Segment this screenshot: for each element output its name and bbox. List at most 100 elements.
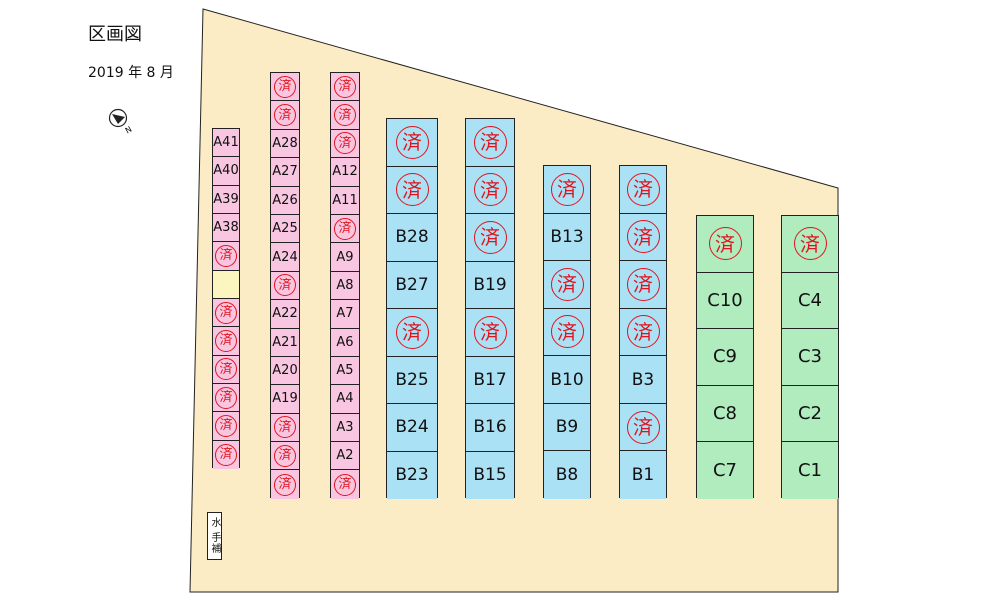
plot-a38[interactable]: A38 xyxy=(213,213,239,243)
plot-a25[interactable]: A25 xyxy=(271,214,299,244)
plot-b16[interactable]: B16 xyxy=(466,404,514,452)
plot-a3[interactable]: A3 xyxy=(331,413,359,443)
plot-b15[interactable]: B15 xyxy=(466,451,514,499)
plot-a5[interactable]: A5 xyxy=(331,356,359,386)
plot-b23[interactable]: B23 xyxy=(387,451,437,499)
plot-b13[interactable]: B13 xyxy=(544,213,590,262)
compass-icon: N xyxy=(108,108,133,135)
plot-b10[interactable]: B10 xyxy=(544,356,590,404)
plot-sold[interactable]: 済 xyxy=(271,413,299,443)
plot-sold[interactable]: 済 xyxy=(331,73,359,102)
plot-a26[interactable]: A26 xyxy=(271,186,299,215)
plot-a8[interactable]: A8 xyxy=(331,271,359,301)
plot-label: B10 xyxy=(550,369,584,390)
plot-sold[interactable]: 済 xyxy=(213,383,239,413)
plot-b25[interactable]: B25 xyxy=(387,356,437,404)
plot-b24[interactable]: B24 xyxy=(387,404,437,452)
plot-sold[interactable]: 済 xyxy=(213,242,239,271)
plot-a39[interactable]: A39 xyxy=(213,185,239,214)
sold-stamp-icon: 済 xyxy=(473,220,507,254)
plot-sold[interactable]: 済 xyxy=(331,214,359,244)
plot-c1[interactable]: C1 xyxy=(782,442,838,499)
plot-sold[interactable]: 済 xyxy=(271,470,299,499)
plot-sold[interactable]: 済 xyxy=(544,166,590,214)
map-date: 2019 年 8 月 xyxy=(88,65,174,81)
plot-sold[interactable]: 済 xyxy=(213,298,239,328)
plot-sold[interactable]: 済 xyxy=(213,355,239,384)
plot-sold[interactable]: 済 xyxy=(620,308,666,357)
sold-stamp-icon: 済 xyxy=(626,267,660,301)
plot-c9[interactable]: C9 xyxy=(697,329,753,386)
plot-a9[interactable]: A9 xyxy=(331,243,359,272)
plot-sold[interactable]: 済 xyxy=(331,101,359,130)
plot-sold[interactable]: 済 xyxy=(387,309,437,357)
plot-a19[interactable]: A19 xyxy=(271,385,299,414)
plot-sold[interactable]: 済 xyxy=(387,166,437,214)
plot-b3[interactable]: B3 xyxy=(620,356,666,404)
plot-sold[interactable]: 済 xyxy=(697,216,753,273)
plot-label: A12 xyxy=(332,164,358,180)
plot-sold[interactable]: 済 xyxy=(271,442,299,471)
sold-stamp-icon: 済 xyxy=(274,75,296,98)
plot-a27[interactable]: A27 xyxy=(271,158,299,187)
plot-b17[interactable]: B17 xyxy=(466,356,514,404)
plot-label: A9 xyxy=(336,249,354,265)
plot-sold[interactable]: 済 xyxy=(620,213,666,262)
plot-c8[interactable]: C8 xyxy=(697,385,753,443)
plot-label: A7 xyxy=(336,306,354,322)
plot-sold[interactable]: 済 xyxy=(213,327,239,356)
plot-c2[interactable]: C2 xyxy=(782,385,838,443)
plot-sold[interactable]: 済 xyxy=(620,403,666,452)
plot-b8[interactable]: B8 xyxy=(544,451,590,499)
plot-sold[interactable]: 済 xyxy=(213,440,239,469)
plot-b1[interactable]: B1 xyxy=(620,451,666,499)
plot-label: A40 xyxy=(213,163,239,179)
plot-b28[interactable]: B28 xyxy=(387,214,437,262)
plot-label: A5 xyxy=(336,363,354,379)
plot-sold[interactable]: 済 xyxy=(271,73,299,102)
plot-sold[interactable]: 済 xyxy=(466,214,514,262)
plot-c4[interactable]: C4 xyxy=(782,272,838,330)
plot-sold[interactable]: 済 xyxy=(544,308,590,357)
plot-b27[interactable]: B27 xyxy=(387,261,437,309)
plot-sold[interactable]: 済 xyxy=(782,216,838,273)
plot-label: B13 xyxy=(550,226,584,247)
plot-sold[interactable]: 済 xyxy=(466,309,514,357)
plot-c3[interactable]: C3 xyxy=(782,329,838,386)
plot-a2[interactable]: A2 xyxy=(331,442,359,471)
plot-a41[interactable]: A41 xyxy=(213,129,239,158)
plot-sold[interactable]: 済 xyxy=(331,129,359,159)
plot-a12[interactable]: A12 xyxy=(331,158,359,187)
plot-sold[interactable]: 済 xyxy=(466,119,514,167)
plot-sold[interactable]: 済 xyxy=(620,166,666,214)
plot-a40[interactable]: A40 xyxy=(213,157,239,186)
sold-stamp-icon: 済 xyxy=(274,104,296,127)
plot-a4[interactable]: A4 xyxy=(331,385,359,414)
plot-sold[interactable]: 済 xyxy=(271,271,299,301)
plot-a28[interactable]: A28 xyxy=(271,129,299,159)
plot-a11[interactable]: A11 xyxy=(331,186,359,215)
plot-vacant[interactable] xyxy=(213,270,239,299)
plot-a22[interactable]: A22 xyxy=(271,300,299,329)
plot-sold[interactable]: 済 xyxy=(271,101,299,130)
plot-label: B23 xyxy=(395,465,429,486)
plot-a7[interactable]: A7 xyxy=(331,300,359,329)
plot-b19[interactable]: B19 xyxy=(466,261,514,309)
sold-stamp-icon: 済 xyxy=(215,329,237,352)
plot-sold[interactable]: 済 xyxy=(331,470,359,499)
plot-sold[interactable]: 済 xyxy=(213,412,239,441)
plot-sold[interactable]: 済 xyxy=(466,166,514,214)
plot-label: A6 xyxy=(336,334,354,350)
plot-b9[interactable]: B9 xyxy=(544,403,590,452)
plot-a24[interactable]: A24 xyxy=(271,243,299,272)
plot-a6[interactable]: A6 xyxy=(331,328,359,357)
sold-stamp-icon: 済 xyxy=(395,315,429,349)
plot-a21[interactable]: A21 xyxy=(271,328,299,357)
plot-sold[interactable]: 済 xyxy=(387,119,437,167)
plot-label: B8 xyxy=(555,465,579,486)
plot-c10[interactable]: C10 xyxy=(697,272,753,330)
plot-sold[interactable]: 済 xyxy=(620,261,666,309)
plot-c7[interactable]: C7 xyxy=(697,442,753,499)
plot-a20[interactable]: A20 xyxy=(271,356,299,386)
plot-sold[interactable]: 済 xyxy=(544,261,590,309)
